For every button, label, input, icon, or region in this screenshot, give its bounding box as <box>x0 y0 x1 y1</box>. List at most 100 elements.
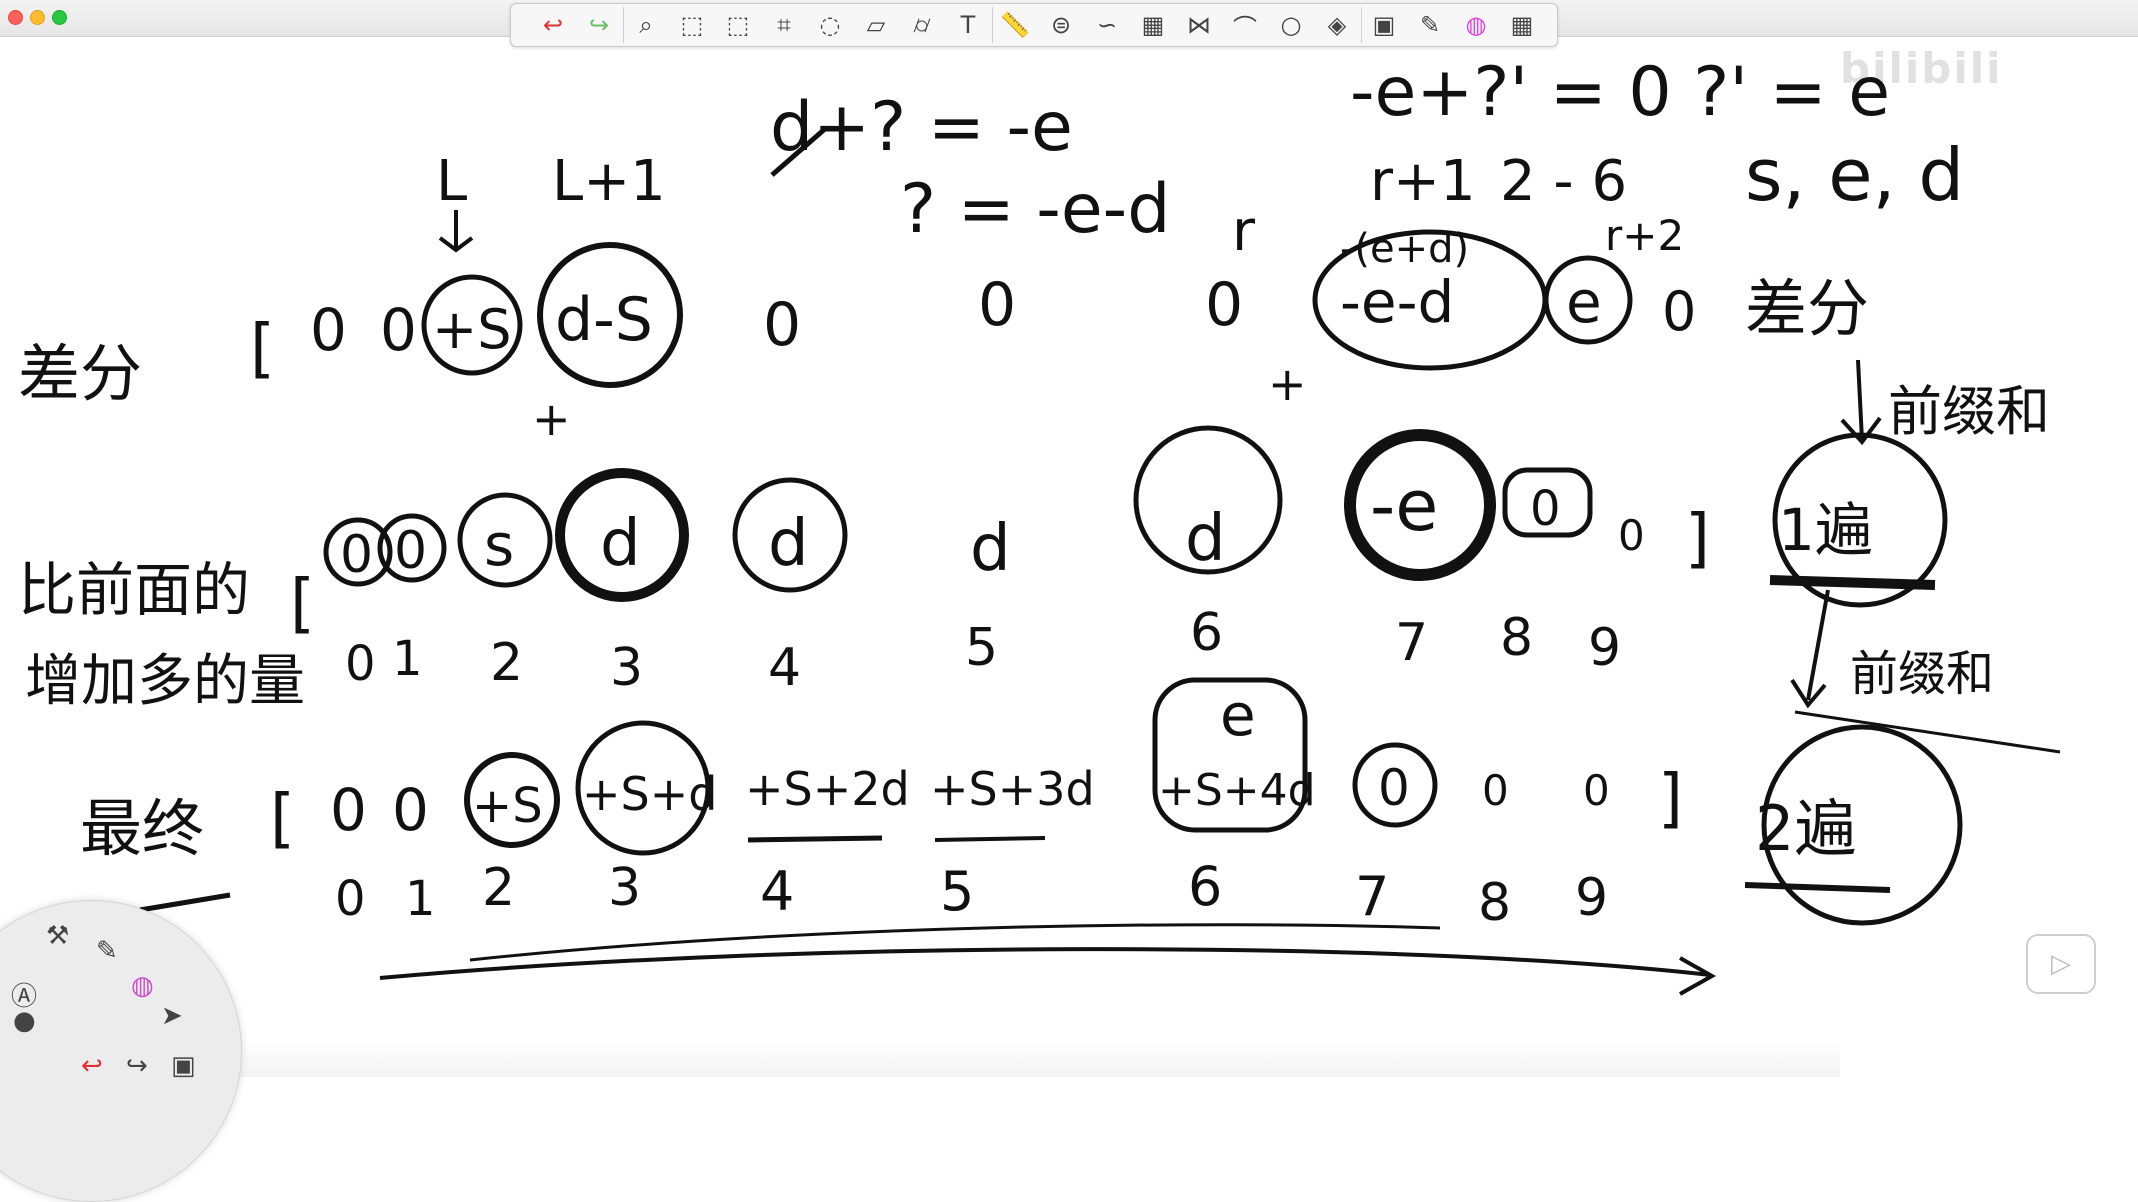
long-arc-top <box>469 923 1441 962</box>
row2-idx-5: 5 <box>965 618 998 678</box>
row2-circle-d-bold <box>555 468 689 602</box>
row1-val-ed-top: -(e+d) <box>1340 226 1469 272</box>
symmetry-icon[interactable]: ⊜ <box>1050 11 1072 39</box>
shape-icon[interactable]: ◈ <box>1327 11 1347 39</box>
row2-idx-7: 7 <box>1395 613 1428 673</box>
play-button[interactable]: ▷ <box>2026 934 2096 994</box>
color-swatch-icon[interactable]: ● <box>13 1006 36 1036</box>
underline-2pass <box>1744 882 1891 893</box>
underline-bold <box>1769 575 1936 590</box>
smart-select-icon[interactable]: ⬚ <box>726 11 750 39</box>
text-tool-icon[interactable]: T <box>960 11 976 39</box>
undo-icon[interactable]: ↩ <box>542 11 564 39</box>
row3-idx-2: 2 <box>482 858 515 918</box>
close-window-button[interactable] <box>8 10 23 25</box>
row1-val-s: +S <box>432 298 512 361</box>
lasso-icon[interactable]: ◌ <box>819 11 841 39</box>
row3-label: 最终 <box>80 792 204 865</box>
row2-box-8 <box>1502 467 1593 538</box>
underline-s2d <box>747 835 883 843</box>
prefix-note-3: 前缀和 <box>1850 646 1994 702</box>
row2-circle-d4 <box>1133 425 1283 575</box>
arrow-down-1 <box>1840 359 1882 446</box>
brushes-icon[interactable]: ✎ <box>1419 11 1441 39</box>
transform-icon[interactable]: ▱ <box>866 11 886 39</box>
ellipse-icon[interactable]: ○ <box>1280 11 1302 39</box>
redo-icon[interactable]: ↪ <box>588 11 610 39</box>
row3-idx-0: 0 <box>335 871 366 927</box>
row2-idx-1: 1 <box>392 631 423 687</box>
row1-circle-ds <box>537 242 683 388</box>
label-l: L <box>436 149 467 214</box>
row2-circle-e-bold <box>1344 429 1496 581</box>
row2-idx-4: 4 <box>768 638 801 698</box>
warp-icon[interactable]: ⋈ <box>1187 11 1211 39</box>
color-wheel-icon[interactable]: ◍ <box>1465 11 1487 39</box>
row3-circle-7 <box>1352 742 1438 828</box>
row1-val-ed: -e-d <box>1340 268 1454 336</box>
undo-wheel-icon[interactable]: ↩ <box>81 1051 103 1081</box>
cylinder-icon[interactable]: ⌭ <box>913 11 931 39</box>
brush-tool-icon[interactable]: ✎ <box>96 936 118 966</box>
row3-idx-6: 6 <box>1188 855 1222 918</box>
plus-mark-2: + <box>1268 357 1307 411</box>
bilibili-watermark: bilibili <box>1840 44 2003 93</box>
row1-bracket: [ <box>250 312 275 386</box>
redo-wheel-icon[interactable]: ↪ <box>126 1051 148 1081</box>
row1-val-ds: d-S <box>555 285 653 355</box>
arrow-l <box>438 210 474 253</box>
minimize-window-button[interactable] <box>30 10 45 25</box>
row2-idx-3: 3 <box>610 638 643 698</box>
row1-val-0: 0 <box>310 296 347 364</box>
row2-circle-1 <box>377 513 447 583</box>
label-r: r <box>1232 199 1256 264</box>
color-picker-icon[interactable]: ◍ <box>131 971 154 1001</box>
row3-val-s4d: +S+4d <box>1158 765 1316 816</box>
perspective-grid-icon[interactable]: ▦ <box>1141 11 1165 39</box>
top-formula-second: ? = -e-d <box>900 170 1170 249</box>
row1-val-last: 0 <box>1662 280 1696 343</box>
prefix-note-4: 2遍 <box>1755 792 1856 865</box>
row2-idx-9: 9 <box>1588 618 1621 678</box>
grid-view-icon[interactable]: ▦ <box>1510 11 1534 39</box>
rect-select-icon[interactable]: ⬚ <box>680 11 704 39</box>
pen-stroke-icon[interactable]: ⌒ <box>1233 13 1257 42</box>
row3-val-s3d: +S+3d <box>930 762 1095 816</box>
row3-bracket: [ <box>270 782 295 856</box>
row2-circle-0 <box>323 517 393 587</box>
ruler-icon[interactable]: 📏 <box>992 7 1037 43</box>
prefix-underline <box>1794 710 2061 754</box>
crop-icon[interactable]: ⌗ <box>777 11 791 39</box>
top-formula-right: -e+?' = 0 ?' = e <box>1350 53 1890 132</box>
row3-idx-7: 7 <box>1355 865 1389 928</box>
row2-val-d3: d <box>970 512 1011 586</box>
row3-val-s2d: +S+2d <box>745 762 910 816</box>
row3-box-s4d <box>1152 677 1308 833</box>
row2-idx-2: 2 <box>490 633 523 693</box>
drawing-canvas[interactable]: -e+?' = 0 ?' = e d+? = -e ? = -e-d L L+1… <box>0 0 2138 1077</box>
label-r-plus-1: r+1 <box>1370 149 1476 214</box>
row2-idx-0: 0 <box>345 636 376 692</box>
maximize-window-button[interactable] <box>52 10 67 25</box>
row2-idx-8: 8 <box>1500 608 1533 668</box>
brush-settings-icon[interactable]: ⚒ <box>46 921 70 951</box>
opacity-icon[interactable]: Ⓐ <box>11 982 38 1012</box>
row1-label: 差分 <box>18 337 142 410</box>
row3-idx-3: 3 <box>608 858 641 918</box>
layers-wheel-icon[interactable]: ▣ <box>171 1051 196 1081</box>
zoom-icon[interactable]: ⌕ <box>623 7 668 43</box>
row3-val-s: +S <box>472 778 543 834</box>
row2-val-d1: d <box>600 507 641 581</box>
curve-icon[interactable]: ∽ <box>1096 11 1118 39</box>
layers-icon[interactable]: ▣ <box>1361 7 1406 43</box>
prefix-circle-1 <box>1772 432 1948 608</box>
row3-idx-5: 5 <box>940 860 974 923</box>
select-tool-icon[interactable]: ➤ <box>161 1001 183 1031</box>
row1-val-1: 0 <box>380 296 417 364</box>
row2-val-s: s <box>484 511 514 579</box>
row2-bracket-end: ] <box>1685 502 1710 576</box>
row1-val-e: e <box>1566 268 1602 336</box>
row1-val-3: 0 <box>763 290 801 360</box>
row3-idx-9: 9 <box>1575 868 1608 928</box>
row3-circle-sd <box>575 720 711 856</box>
